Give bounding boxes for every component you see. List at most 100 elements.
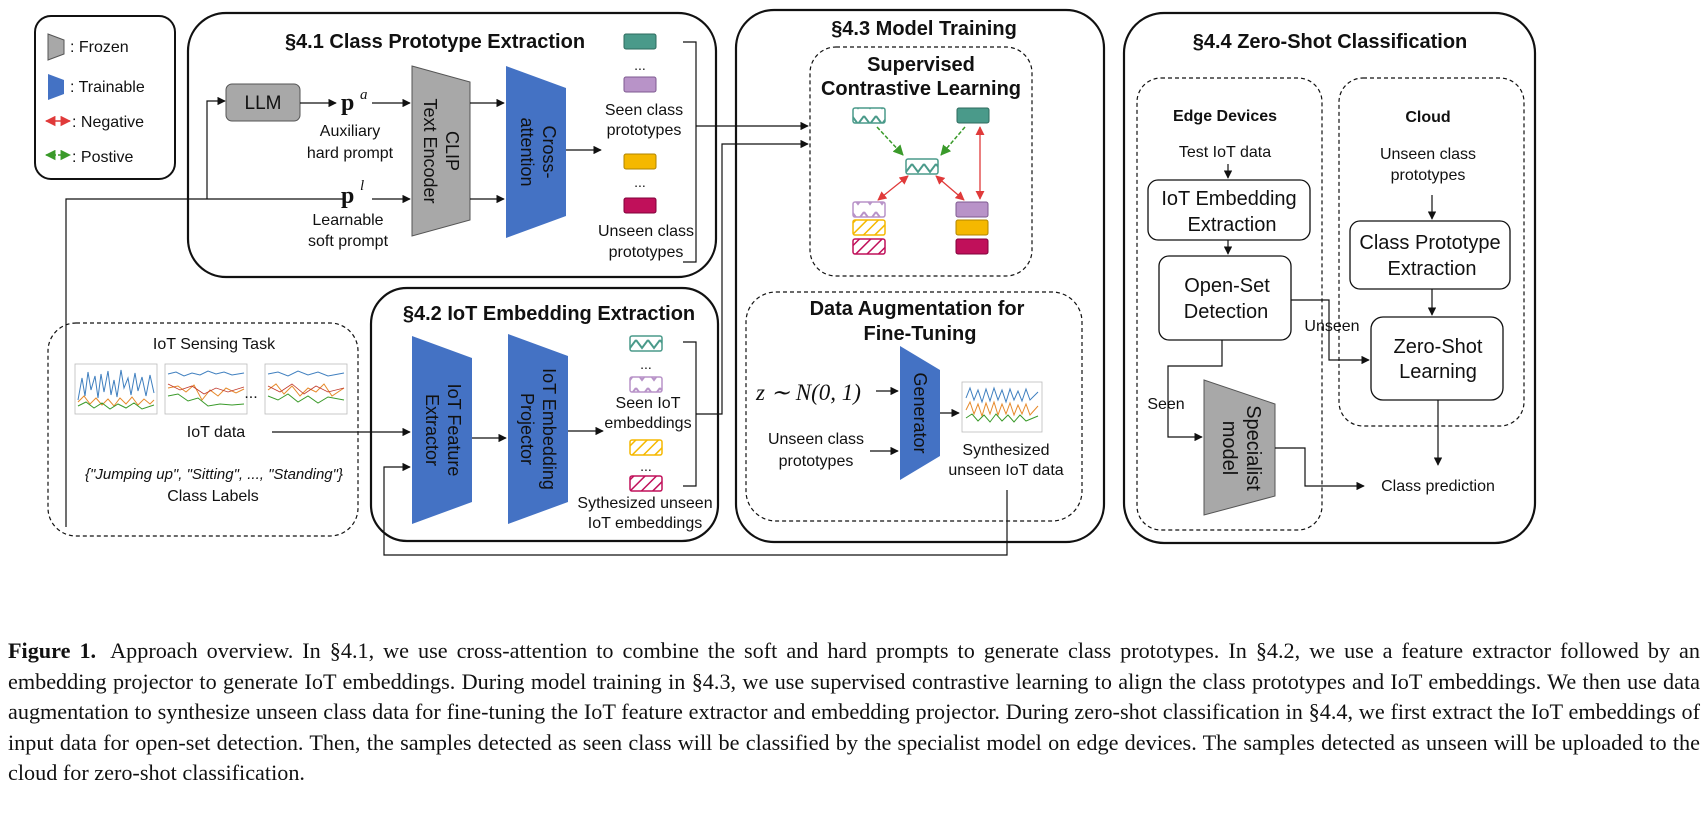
scl-anchor: [905, 158, 939, 175]
section-4-1-title: §4.1 Class Prototype Extraction: [285, 31, 585, 53]
synth-embedding-1: [629, 439, 663, 456]
iot-data-label: IoT data: [187, 424, 246, 441]
seen-prototype-2: [623, 76, 657, 93]
augmentation-box: [745, 291, 1083, 522]
llm-label: LLM: [245, 93, 282, 114]
seen-emb-dots: ...: [640, 356, 652, 372]
unseen-prototype-1: [623, 153, 657, 170]
iot-sensing-task: IoT Sensing Task ... IoT data {"Jumping …: [47, 322, 359, 537]
synth-emb-label2: IoT embeddings: [588, 515, 702, 532]
test-data-label: Test IoT data: [1179, 144, 1271, 161]
embedding-bracket: [683, 341, 697, 487]
osd-line1: Open-Set: [1184, 275, 1270, 297]
aug-title-line2: Fine-Tuning: [864, 323, 977, 345]
seen-embedding-2: [629, 376, 663, 393]
feature-extractor-line1: IoT Feature: [444, 384, 464, 477]
negative-arrow-right: [935, 175, 965, 201]
scl-embedding-purple: [852, 201, 886, 218]
seen-emb-label1: Seen IoT: [616, 395, 681, 412]
edge-devices-title: Edge Devices: [1173, 108, 1277, 125]
specialist-to-prediction-arrow: [1275, 447, 1365, 491]
seen-embedding-1: [629, 335, 663, 352]
synth-embedding-2: [629, 475, 663, 492]
class-prototype-extraction-box: [1349, 220, 1511, 290]
generator-label: Generator: [910, 372, 930, 453]
clip-text-encoder: [411, 65, 471, 237]
positive-arrow-left: [876, 126, 904, 156]
trainable-swatch-icon: [48, 74, 64, 100]
cross-attention-line1: Cross-: [539, 126, 559, 179]
frozen-swatch-icon: [47, 33, 65, 61]
figure-caption-text: Approach overview. In §4.1, we use cross…: [8, 638, 1700, 785]
specialist-model: [1203, 379, 1276, 516]
scl-title-line2: Contrastive Learning: [821, 78, 1021, 100]
cpe-line2: Extraction: [1388, 258, 1477, 280]
seen-branch-arrow: [1167, 340, 1223, 442]
scl-embedding-magenta: [852, 238, 886, 255]
legend-frozen: : Frozen: [70, 39, 129, 56]
embeddings-to-scl-arrow: [696, 139, 809, 415]
legend-positive: : Postive: [72, 149, 133, 166]
prototype-bracket: [683, 41, 697, 263]
negative-arrow-left: [877, 175, 909, 201]
clip-label-line2: Text Encoder: [420, 98, 440, 203]
iot-feature-extractor: [412, 336, 472, 524]
clip-label-line1: CLIP: [442, 131, 462, 171]
scl-embedding-orange: [852, 219, 886, 236]
section-4-1: §4.1 Class Prototype Extraction LLM p a …: [186, 11, 718, 279]
scl-embedding-teal: [852, 107, 886, 124]
class-prediction-label: Class prediction: [1381, 478, 1495, 495]
projector-line2: Projector: [517, 393, 537, 465]
unseen-proto-label2: prototypes: [609, 244, 684, 261]
synth-data-line2: unseen IoT data: [948, 462, 1063, 479]
scl-title-line1: Supervised: [867, 54, 975, 76]
unseen-proto-dots: ...: [634, 174, 646, 190]
cross-attention-line2: attention: [517, 117, 537, 186]
aux-prompt-line2: hard prompt: [307, 145, 394, 162]
osd-line2: Detection: [1184, 301, 1269, 323]
specialist-line1: Specialist: [1242, 405, 1264, 491]
projector-line1: IoT Embedding: [539, 368, 559, 490]
scl-prototype-purple: [955, 201, 989, 218]
unseen-branch-label: Unseen: [1304, 318, 1359, 335]
seen-prototype-1: [623, 33, 657, 50]
synth-data-feedback-arrow: [383, 462, 1008, 556]
iot-embedding-extraction-box: [1147, 179, 1311, 241]
synth-data-line1: Synthesized: [962, 442, 1049, 459]
legend-negative: : Negative: [72, 114, 144, 131]
zsl-line2: Learning: [1399, 361, 1477, 383]
feature-extractor-line2: Extractor: [422, 394, 442, 466]
scl-box: [809, 46, 1033, 277]
class-labels-feed-line: [65, 198, 345, 527]
cpe-line1: Class Prototype: [1359, 232, 1500, 254]
learnable-prompt-line2: soft prompt: [308, 233, 389, 250]
noise-equation: z ∼ N(0, 1): [755, 380, 861, 405]
seen-branch-label: Seen: [1147, 396, 1184, 413]
cloud-box: [1338, 77, 1525, 427]
seen-emb-label2: embeddings: [604, 415, 691, 432]
class-labels-text: {"Jumping up", "Sitting", ..., "Standing…: [85, 466, 343, 483]
unseen-prototype-2: [623, 197, 657, 214]
scl-prototype-magenta: [955, 238, 989, 255]
figure-label: Figure 1.: [8, 638, 97, 663]
pl-superscript: l: [360, 178, 364, 194]
legend: : Frozen : Trainable : Negative : Postiv…: [34, 15, 176, 180]
pl-symbol: p: [341, 183, 354, 209]
cross-attention-block: [506, 66, 566, 238]
cloud-unseen-line2: prototypes: [1391, 167, 1466, 184]
task-title: IoT Sensing Task: [153, 336, 276, 353]
section-4-3: §4.3 Model Training Supervised Contrasti…: [734, 8, 1106, 544]
emb-extract-line2: Extraction: [1188, 214, 1277, 236]
approach-diagram: : Frozen : Trainable : Negative : Postiv…: [34, 8, 1537, 556]
connectors: [65, 96, 1443, 556]
iot-data-plot-1: [74, 363, 158, 415]
specialist-line2: model: [1218, 421, 1240, 475]
section-4-2-title: §4.2 IoT Embedding Extraction: [403, 303, 695, 325]
to-llm-arrow: [206, 96, 226, 199]
section-4-2: §4.2 IoT Embedding Extraction IoT Featur…: [369, 286, 720, 543]
aug-title-line1: Data Augmentation for: [810, 298, 1025, 320]
positive-arrow-right: [940, 126, 966, 156]
synth-emb-dots: ...: [640, 458, 652, 474]
seen-proto-dots: ...: [634, 57, 646, 73]
unseen-proto-label1: Unseen class: [598, 223, 694, 240]
